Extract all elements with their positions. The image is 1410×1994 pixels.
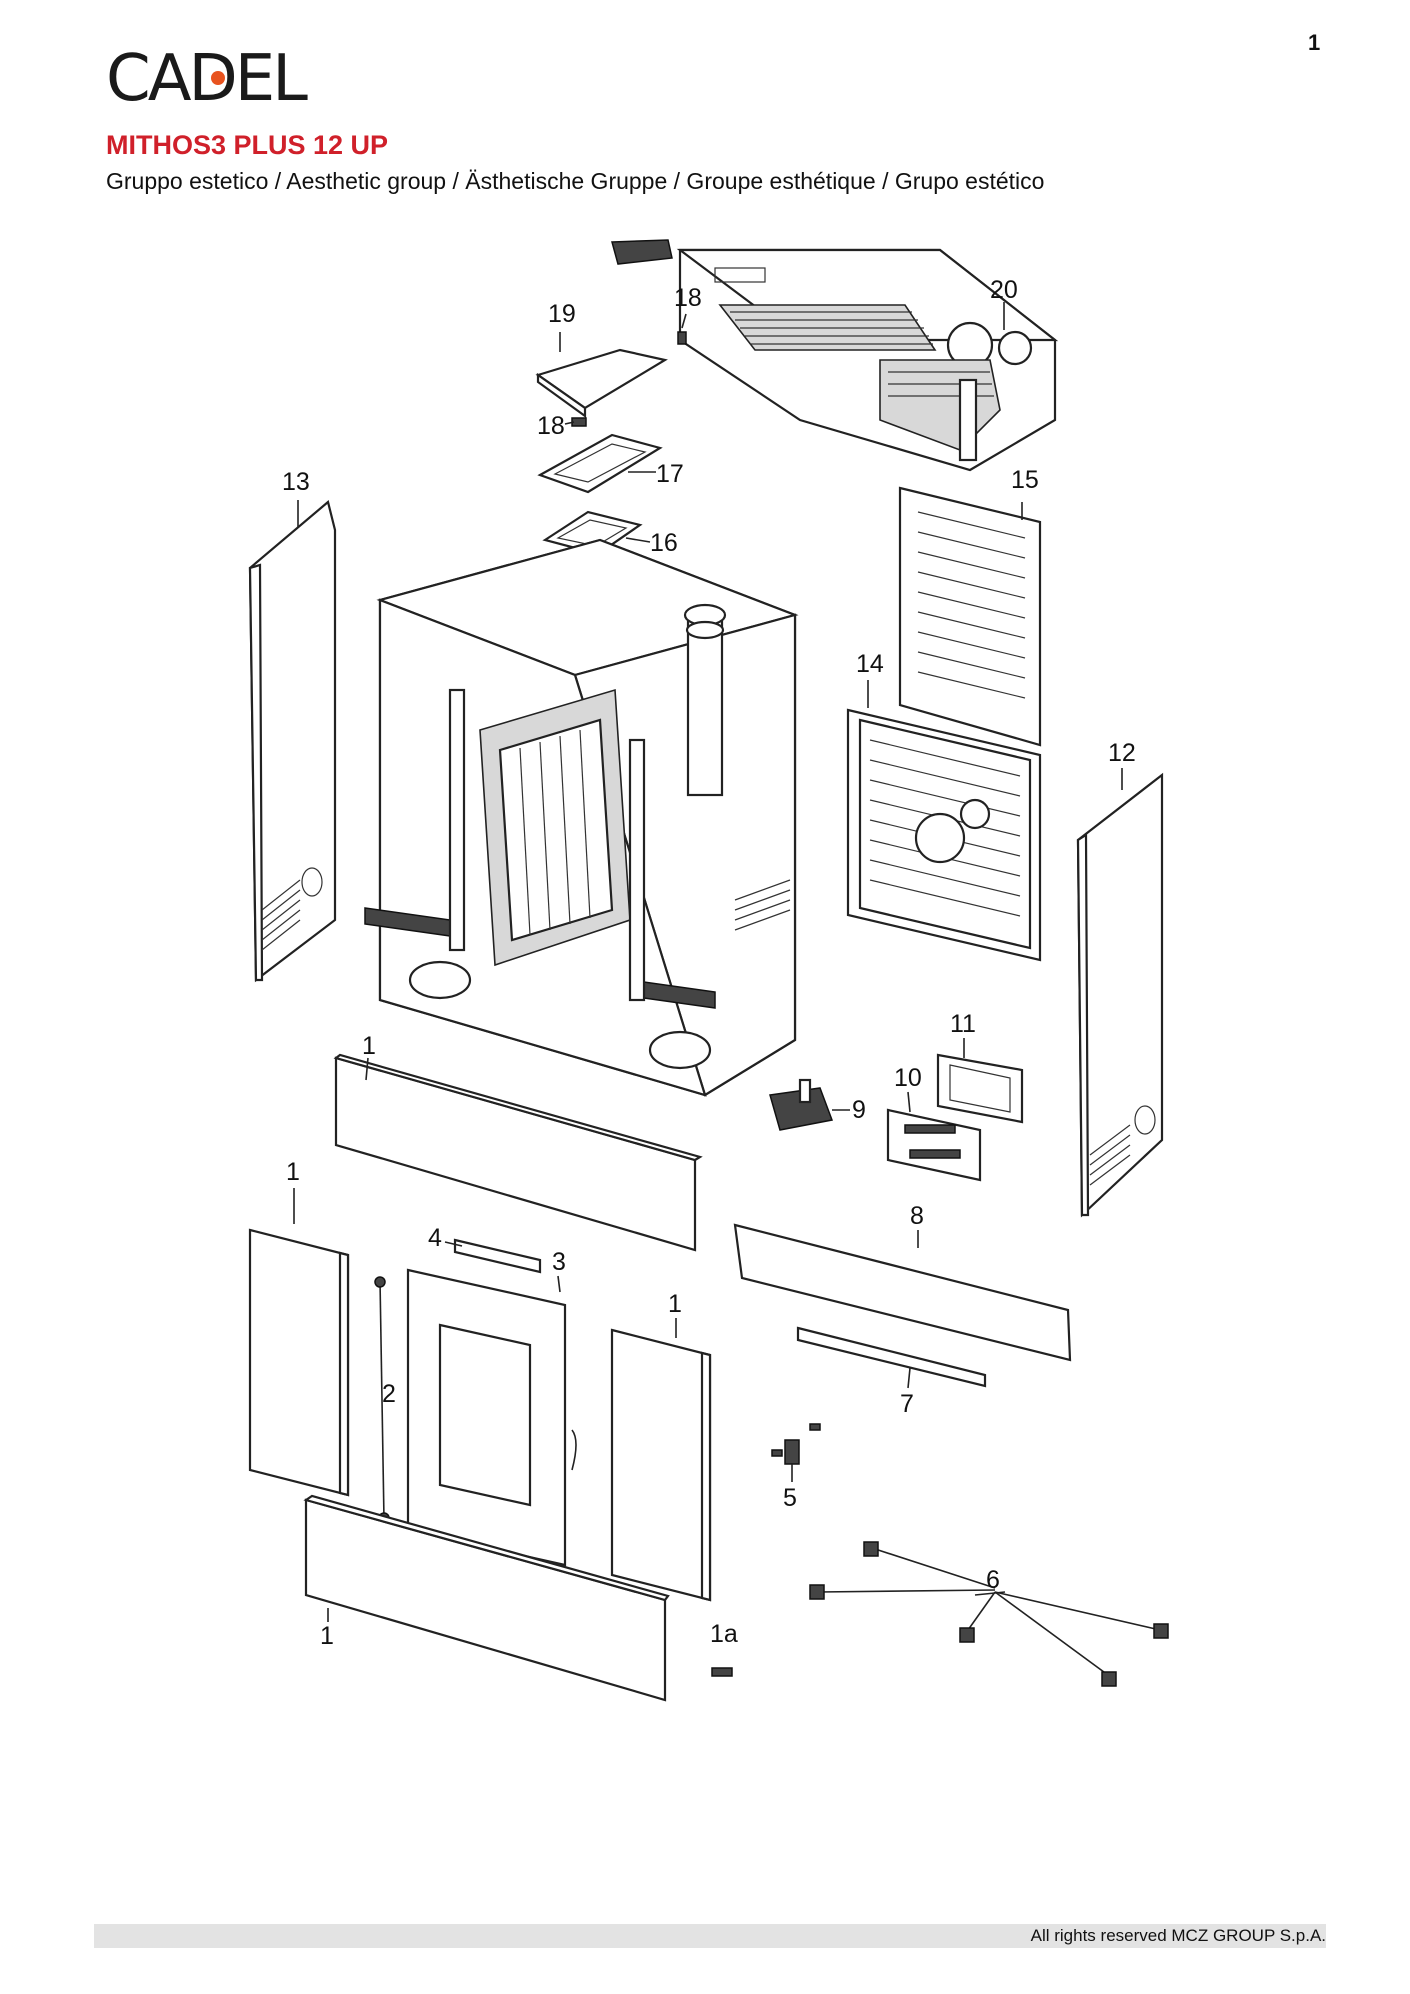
callout-3: 3 <box>552 1248 566 1276</box>
callout-1-bottom: 1 <box>320 1622 334 1650</box>
part-1-bottom-front-panel <box>303 1494 670 1702</box>
part-1a-clip <box>711 1667 733 1677</box>
callout-4: 4 <box>428 1224 442 1252</box>
part-3-door <box>406 1268 577 1567</box>
callout-leaders <box>293 302 1123 1622</box>
callout-5: 5 <box>783 1484 797 1512</box>
callout-13: 13 <box>282 468 310 496</box>
page-number: 1 <box>1308 30 1321 55</box>
callout-1-left: 1 <box>286 1158 300 1186</box>
callout-7: 7 <box>900 1390 914 1418</box>
part-6-feet <box>809 1541 1169 1687</box>
part-4-deflector <box>453 1238 542 1274</box>
part-14-rear-panel <box>846 708 1042 962</box>
callout-20: 20 <box>990 276 1018 304</box>
section-subtitle: Gruppo estetico / Aesthetic group / Ästh… <box>106 168 1045 194</box>
logo-text: CADEL <box>106 42 308 110</box>
callout-10: 10 <box>894 1064 922 1092</box>
part-17-frame <box>537 433 663 494</box>
callout-18: 18 <box>537 412 565 440</box>
callout-12: 12 <box>1108 739 1136 767</box>
part-18-screw <box>677 331 687 345</box>
part-20-top-cover <box>676 248 1059 472</box>
part-10-bracket <box>886 1108 982 1182</box>
part-11-plate <box>936 1053 1024 1124</box>
callout-16: 16 <box>650 529 678 557</box>
cadel-logo: CADEL <box>106 40 326 116</box>
model-title: MITHOS3 PLUS 12 UP <box>106 130 389 160</box>
logo-dot-icon <box>211 71 225 85</box>
main-stove-body <box>364 538 799 1097</box>
part-9-handle <box>769 1078 834 1131</box>
callout-8: 8 <box>910 1202 924 1230</box>
part-15-rear-grille <box>898 486 1042 747</box>
part-8-rear-strip <box>733 1223 1072 1362</box>
callout-15: 15 <box>1011 466 1039 494</box>
callout-6: 6 <box>986 1566 1000 1594</box>
part-1-left-door-panel <box>248 1228 350 1497</box>
callout-2: 2 <box>382 1380 396 1408</box>
callout-17: 17 <box>656 460 684 488</box>
part-5-latch <box>771 1423 821 1465</box>
part-1-top-front-panel <box>333 1053 703 1252</box>
callout-1a: 1a <box>710 1620 738 1648</box>
callout-19: 19 <box>548 300 576 328</box>
footer-copyright: All rights reserved MCZ GROUP S.p.A. <box>1030 1926 1326 1945</box>
callout-1-right: 1 <box>668 1290 682 1318</box>
callout-14: 14 <box>856 650 884 678</box>
part-12-right-panel <box>1076 772 1164 1218</box>
part-13-left-panel <box>248 500 337 983</box>
callout-labels: 20 19 18 18 17 16 15 14 13 12 11 10 9 8 … <box>282 276 1136 1650</box>
part-18-screw-b <box>571 417 587 427</box>
part-1-right-door-panel <box>610 1328 712 1602</box>
callout-1-top: 1 <box>362 1032 376 1060</box>
exploded-parts-diagram: 20 19 18 18 17 16 15 14 13 12 11 10 9 8 … <box>0 220 1410 1740</box>
callout-9: 9 <box>852 1096 866 1124</box>
callout-11: 11 <box>950 1010 976 1038</box>
footer-bar <box>94 1924 1326 1948</box>
part-control-bracket <box>611 239 673 265</box>
part-7-lower-strip <box>796 1326 987 1388</box>
part-19-top-plate <box>535 348 668 419</box>
callout-18-top: 18 <box>674 284 702 312</box>
